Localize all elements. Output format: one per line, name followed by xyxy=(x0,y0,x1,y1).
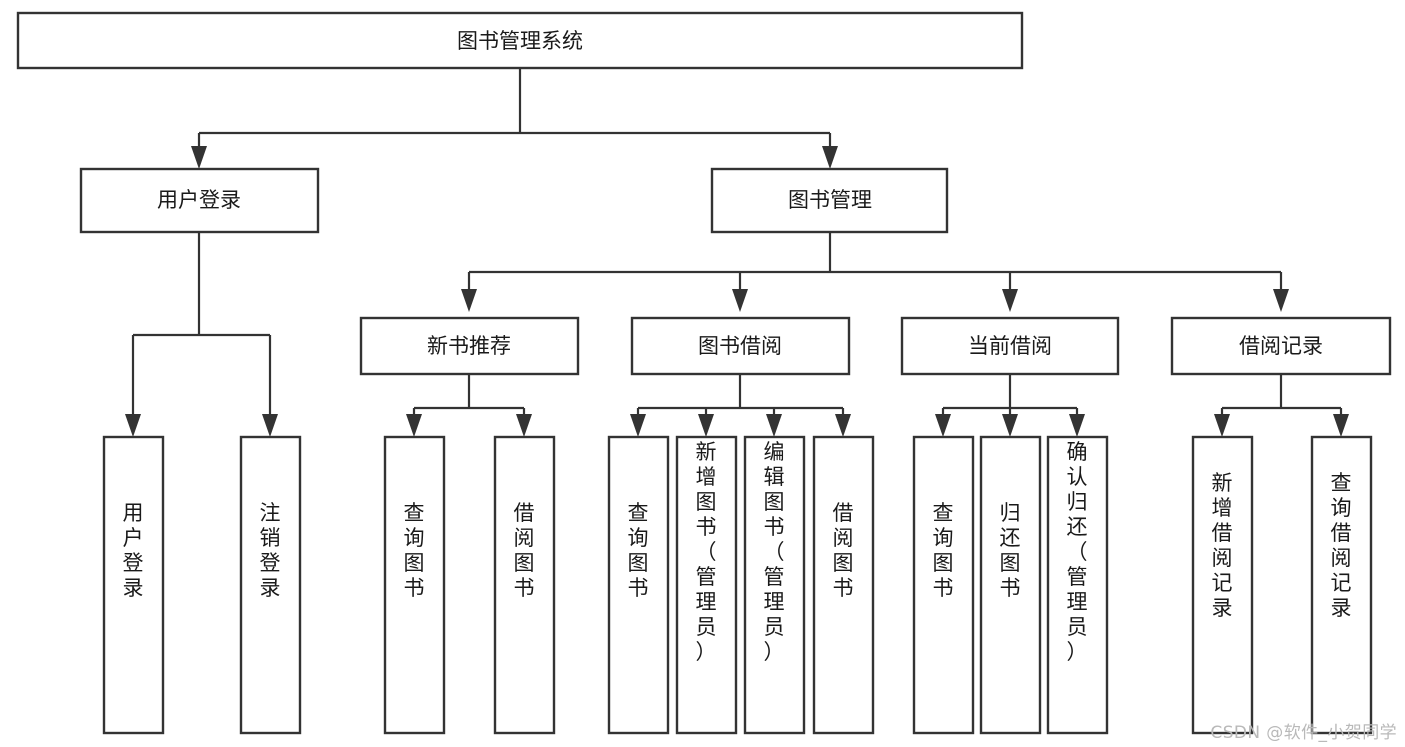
node-user-login-label: 用户登录 xyxy=(157,188,241,212)
node-borrow-record-label: 借阅记录 xyxy=(1239,334,1323,358)
connector-group-book-mgmt xyxy=(461,232,1289,312)
arrow-head-leaf-query-book-3 xyxy=(935,414,951,437)
leaf-return-book[interactable]: 归还图书 xyxy=(979,435,1042,735)
arrow-head-leaf-add-record xyxy=(1214,414,1230,437)
node-root-label: 图书管理系统 xyxy=(457,29,583,53)
leaf-borrow-book-1[interactable]: 借阅图书 xyxy=(493,435,556,735)
leaf-user-login-box[interactable] xyxy=(102,435,165,735)
leaf-query-borrow-record[interactable]: 查询借阅记录 xyxy=(1310,435,1373,735)
arrow-head-new-book-rec xyxy=(461,289,477,312)
node-borrow-record[interactable]: 借阅记录 xyxy=(1170,316,1392,376)
leaf-add-borrow-record[interactable]: 新增借阅记录 xyxy=(1191,435,1254,735)
leaf-return-book-box[interactable] xyxy=(979,435,1042,735)
node-new-book-recommend-label: 新书推荐 xyxy=(427,334,511,358)
csdn-watermark: CSDN @软件_小贺同学 xyxy=(1210,723,1397,743)
arrow-head-user-login xyxy=(191,146,207,169)
leaf-query-book-3-box[interactable] xyxy=(912,435,975,735)
arrow-head-leaf-borrow-book-2 xyxy=(835,414,851,437)
arrow-head-leaf-return-book xyxy=(1002,414,1018,437)
connector-group-root xyxy=(191,68,838,169)
node-root[interactable]: 图书管理系统 xyxy=(16,11,1024,70)
leaf-borrow-book-2-label: 借阅图书 xyxy=(833,501,854,600)
leaf-borrow-book-1-label: 借阅图书 xyxy=(514,501,535,600)
connector-group-book-borrow xyxy=(630,374,851,437)
leaf-add-book-admin-box[interactable] xyxy=(675,435,738,735)
leaf-add-borrow-record-box[interactable] xyxy=(1191,435,1254,735)
node-book-management-box[interactable] xyxy=(710,167,949,234)
leaf-user-login[interactable]: 用户登录 xyxy=(102,435,165,735)
leaf-query-book-2-label: 查询图书 xyxy=(628,501,649,600)
arrow-head-leaf-edit-book xyxy=(766,414,782,437)
arrow-head-book-borrow xyxy=(732,289,748,312)
leaf-edit-book-admin-label: 编辑图书（管理员） xyxy=(764,440,785,664)
leaf-edit-book-admin[interactable]: 编辑图书（管理员） xyxy=(743,435,806,735)
connector-group-borrow-record xyxy=(1214,374,1349,437)
arrow-head-leaf-query-record xyxy=(1333,414,1349,437)
leaf-add-book-admin[interactable]: 新增图书（管理员） xyxy=(675,435,738,735)
node-book-borrow-box[interactable] xyxy=(630,316,851,376)
leaf-query-book-1-box[interactable] xyxy=(383,435,446,735)
leaf-add-borrow-record-label: 新增借阅记录 xyxy=(1212,471,1233,620)
leaf-return-book-label: 归还图书 xyxy=(1000,501,1021,600)
leaf-confirm-return-admin-label: 确认归还（管理员） xyxy=(1067,440,1088,664)
leaf-edit-book-admin-box[interactable] xyxy=(743,435,806,735)
arrow-head-leaf-query-book-2 xyxy=(630,414,646,437)
leaf-confirm-return-admin-box[interactable] xyxy=(1046,435,1109,735)
node-book-management[interactable]: 图书管理 xyxy=(710,167,949,234)
leaf-borrow-book-2[interactable]: 借阅图书 xyxy=(812,435,875,735)
node-new-book-recommend[interactable]: 新书推荐 xyxy=(359,316,580,376)
leaf-query-book-1-label: 查询图书 xyxy=(404,501,425,600)
leaf-query-book-2-box[interactable] xyxy=(607,435,670,735)
arrow-head-leaf-query-book-1 xyxy=(406,414,422,437)
arrow-head-leaf-user-login xyxy=(125,414,141,437)
arrow-head-leaf-logout xyxy=(262,414,278,437)
node-current-borrow[interactable]: 当前借阅 xyxy=(900,316,1120,376)
node-borrow-record-box[interactable] xyxy=(1170,316,1392,376)
node-user-login[interactable]: 用户登录 xyxy=(79,167,320,234)
node-new-book-recommend-box[interactable] xyxy=(359,316,580,376)
arrow-head-current-borrow xyxy=(1002,289,1018,312)
leaf-borrow-book-1-box[interactable] xyxy=(493,435,556,735)
node-user-login-box[interactable] xyxy=(79,167,320,234)
arrow-head-leaf-borrow-book-1 xyxy=(516,414,532,437)
leaf-borrow-book-2-box[interactable] xyxy=(812,435,875,735)
node-book-borrow-label: 图书借阅 xyxy=(698,334,782,358)
arrow-head-borrow-record xyxy=(1273,289,1289,312)
leaf-add-book-admin-label: 新增图书（管理员） xyxy=(696,440,717,664)
leaf-user-login-label: 用户登录 xyxy=(123,501,144,600)
connector-group-current-borrow xyxy=(935,374,1085,437)
node-current-borrow-box[interactable] xyxy=(900,316,1120,376)
leaf-query-borrow-record-label: 查询借阅记录 xyxy=(1331,471,1352,620)
connector-group-new-book-rec xyxy=(406,374,532,437)
node-book-borrow[interactable]: 图书借阅 xyxy=(630,316,851,376)
leaf-logout-label: 注销登录 xyxy=(260,501,281,600)
arrow-head-leaf-add-book xyxy=(698,414,714,437)
node-root-box[interactable] xyxy=(16,11,1024,70)
leaf-logout[interactable]: 注销登录 xyxy=(239,435,302,735)
leaf-query-book-3-label: 查询图书 xyxy=(933,501,954,600)
connector-group-user-login xyxy=(125,232,278,437)
node-book-management-label: 图书管理 xyxy=(788,188,872,212)
leaf-query-book-2[interactable]: 查询图书 xyxy=(607,435,670,735)
arrow-head-book-mgmt xyxy=(822,146,838,169)
leaf-confirm-return-admin[interactable]: 确认归还（管理员） xyxy=(1046,435,1109,735)
leaf-query-borrow-record-box[interactable] xyxy=(1310,435,1373,735)
node-current-borrow-label: 当前借阅 xyxy=(968,334,1052,358)
arrow-head-leaf-confirm-return xyxy=(1069,414,1085,437)
leaf-query-book-1[interactable]: 查询图书 xyxy=(383,435,446,735)
leaf-logout-box[interactable] xyxy=(239,435,302,735)
leaf-query-book-3[interactable]: 查询图书 xyxy=(912,435,975,735)
